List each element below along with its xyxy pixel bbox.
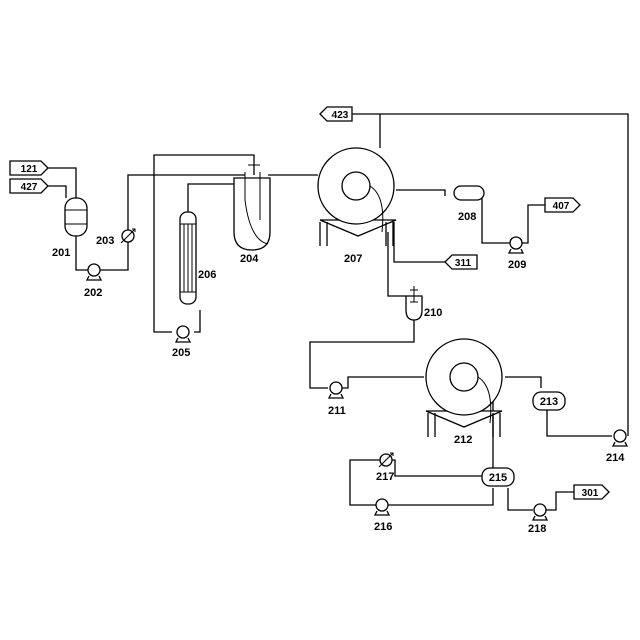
stream-tag-407: 407 (545, 198, 580, 212)
equipment-label: 209 (508, 259, 526, 271)
tank-215: 215 (482, 468, 514, 486)
heat-exchanger-203: 203 (96, 229, 135, 247)
tank-213: 213 (533, 392, 565, 410)
stream-tag-301: 301 (574, 485, 609, 499)
equipment-label: 202 (84, 287, 102, 299)
pump-218: 218 (528, 504, 547, 535)
equipment-label: 205 (172, 347, 190, 359)
equipment-label: 214 (606, 452, 625, 464)
equipment-label: 207 (344, 253, 362, 265)
stream-tag-121: 121 (10, 161, 48, 175)
stream-tag-423: 423 (320, 107, 352, 121)
pump-214: 214 (606, 430, 627, 464)
equipment-label: 203 (96, 235, 114, 247)
pump-211: 211 (328, 382, 346, 417)
pump-205: 205 (172, 326, 190, 359)
stream-tag-label: 301 (582, 488, 599, 499)
pump-202: 202 (84, 264, 102, 299)
stream-tag-427: 427 (10, 179, 48, 193)
equipment-label: 212 (454, 434, 472, 446)
stream-tag-label: 423 (332, 110, 349, 121)
equipment-label: 216 (374, 521, 392, 533)
equipment-label: 215 (489, 472, 507, 484)
pump-209: 209 (508, 237, 526, 271)
equipment-label: 204 (240, 253, 259, 265)
stream-tag-label: 121 (21, 164, 38, 175)
stream-tag-label: 407 (553, 201, 570, 212)
equipment-label: 208 (458, 211, 476, 223)
heat-exchanger-217: 217 (376, 453, 394, 483)
equipment-label: 217 (376, 471, 394, 483)
stream-tag-label: 427 (21, 182, 38, 193)
equipment-label: 218 (528, 523, 546, 535)
drum-208: 208 (454, 186, 484, 223)
equipment-label: 210 (424, 307, 442, 319)
column-206: 206 (180, 212, 216, 304)
stream-tag-311: 311 (445, 255, 477, 269)
equipment-label: 211 (328, 405, 346, 417)
equipment-label: 201 (52, 247, 70, 259)
drum-filter-207: 207 (318, 148, 396, 265)
drum-filter-212: 212 (426, 339, 502, 446)
pump-216: 216 (374, 499, 392, 533)
vessel-201: 201 (52, 198, 87, 259)
equipment-label: 213 (540, 396, 558, 408)
stream-tag-label: 311 (455, 258, 472, 269)
vessel-210: 210 (406, 286, 442, 320)
equipment-label: 206 (198, 269, 216, 281)
reactor-204: 204 (234, 158, 270, 265)
